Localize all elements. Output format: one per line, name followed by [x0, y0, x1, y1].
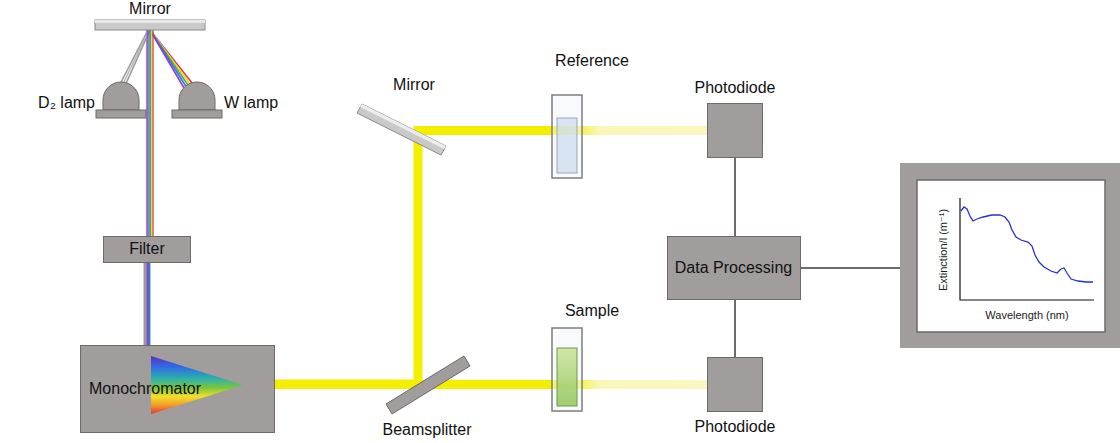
node-label: Filter	[129, 240, 165, 258]
cuvette-label: Reference	[555, 52, 629, 70]
signal-wire	[801, 267, 901, 269]
lamp-beams	[118, 30, 196, 88]
signal-wire	[734, 158, 736, 236]
light-beam	[275, 131, 707, 385]
display-screen: Extinction/l (m⁻¹) Wavelength (nm)	[900, 163, 1120, 348]
mirror-label: Mirror	[129, 0, 171, 18]
mirror-label: Mirror	[393, 76, 435, 94]
reference-mirror	[357, 104, 446, 155]
filter-box: Filter	[103, 236, 191, 263]
photodiode: Photodiode	[707, 357, 763, 412]
axis-label: Extinction/l (m⁻¹)	[937, 209, 950, 291]
light-beam	[144, 263, 151, 345]
node-label: Monochromator	[89, 380, 201, 398]
node-label: Data Processing	[675, 259, 792, 277]
processing-box: Data Processing	[667, 236, 801, 300]
axis-label: Wavelength (nm)	[985, 309, 1068, 322]
lamp-label: D₂ lamp	[38, 94, 95, 112]
signal-wire	[734, 300, 736, 357]
top-mirror	[95, 20, 205, 30]
component-label: Beamsplitter	[383, 421, 472, 439]
light-beam	[275, 380, 707, 389]
monochromator-box: Monochromator	[80, 345, 275, 433]
sample-cuvette	[552, 328, 582, 411]
w-lamp	[172, 82, 222, 118]
d2-lamp	[96, 82, 146, 118]
source-beam	[147, 30, 154, 236]
node-label: Photodiode	[695, 418, 776, 436]
lamp-label: W lamp	[224, 94, 278, 112]
cuvette-label: Sample	[565, 302, 619, 320]
photodiode: Photodiode	[707, 103, 763, 158]
reference-cuvette	[552, 95, 582, 178]
node-label: Photodiode	[695, 79, 776, 97]
beamsplitter	[386, 356, 470, 414]
